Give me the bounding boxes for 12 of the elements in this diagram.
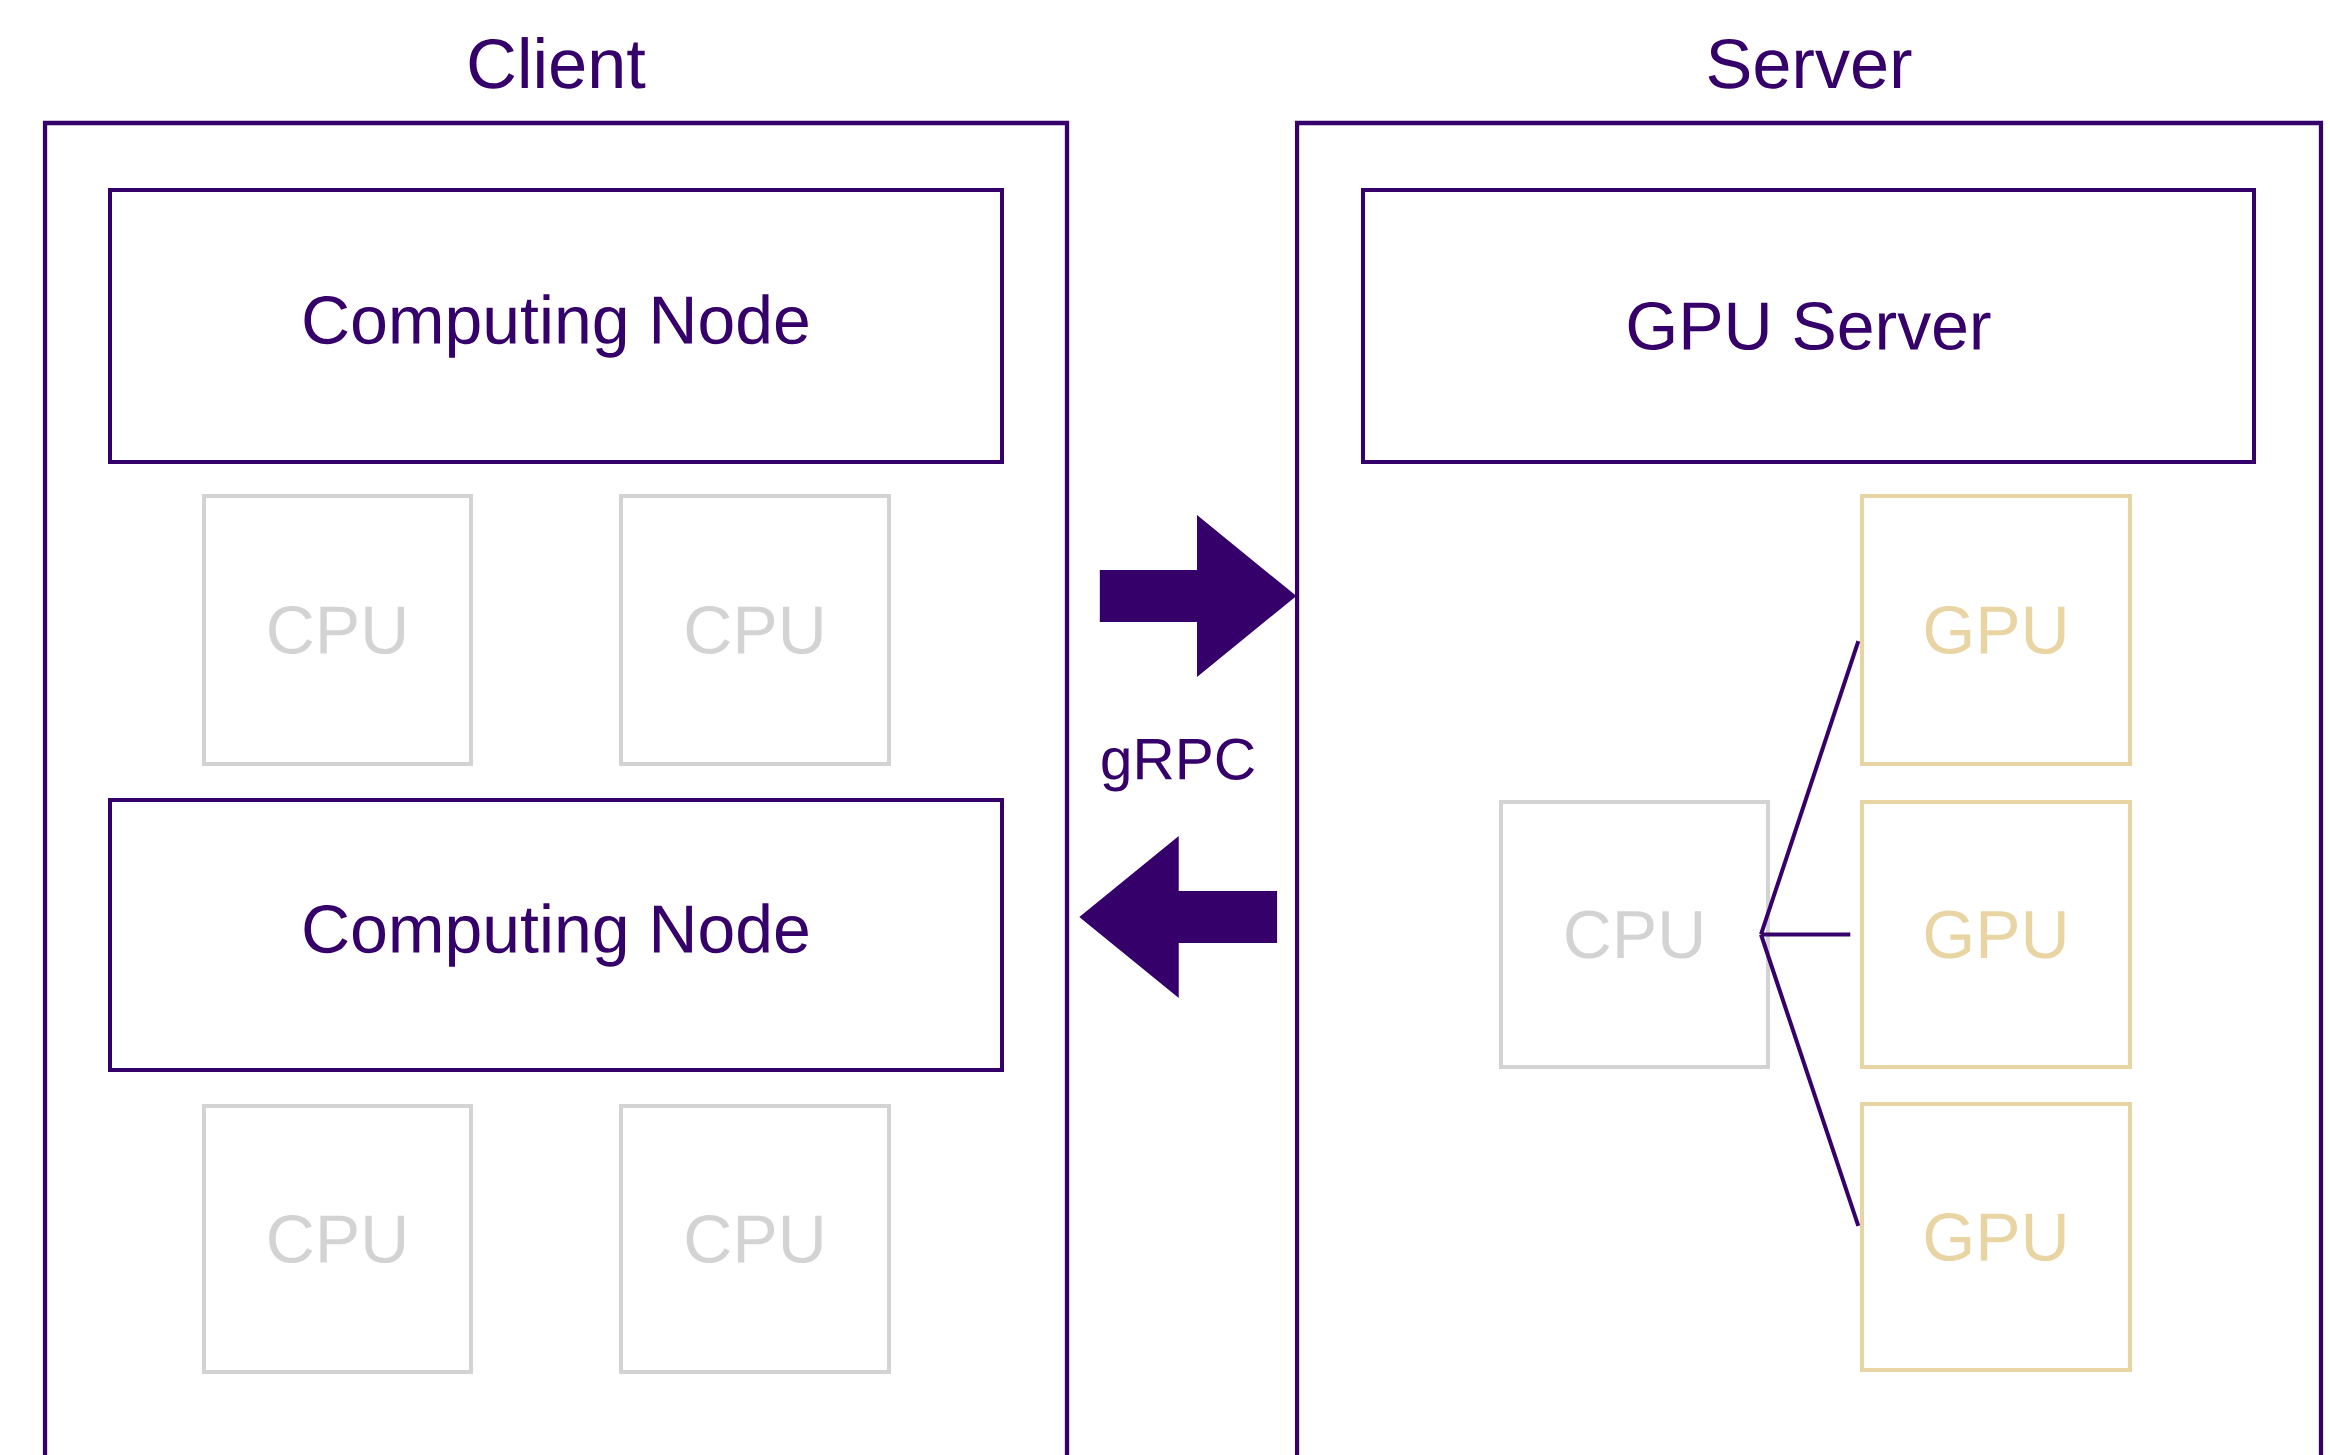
server-box: GPU Server	[1361, 188, 2256, 464]
node-label: Server	[1708, 38, 1912, 89]
gpu-box: GPU	[1860, 1102, 2132, 1372]
computing-node-box: Computing Node	[108, 798, 1004, 1072]
connector-line	[1761, 932, 1851, 937]
connector-line	[1759, 640, 1861, 936]
node-label: Client	[469, 37, 646, 89]
connector-line	[1759, 933, 1861, 1227]
edge-label: gRPC	[1096, 735, 1260, 795]
computing-node-box: Computing Node	[108, 188, 1004, 464]
gpu-box: GPU	[1860, 800, 2132, 1069]
gpu-box: GPU	[1860, 494, 2132, 766]
